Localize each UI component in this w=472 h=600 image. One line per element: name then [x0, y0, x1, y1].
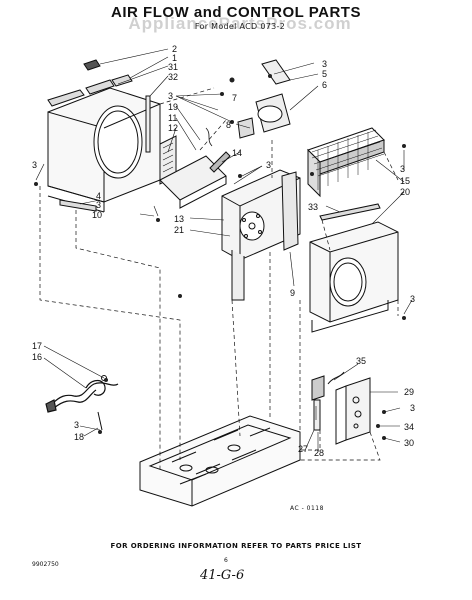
- base-pan-drawing: [139, 415, 301, 507]
- vertical-strip-drawing: [145, 95, 151, 153]
- callout-32: 32: [168, 72, 178, 82]
- terminal-drawing: [101, 375, 107, 381]
- callout-19: 19: [168, 102, 178, 112]
- callout-5: 5: [322, 69, 327, 79]
- page-number: 6: [224, 557, 228, 564]
- page-title: AIR FLOW and CONTROL PARTS: [111, 4, 361, 21]
- ordering-footer: FOR ORDERING INFORMATION REFER TO PARTS …: [110, 542, 362, 550]
- callout-18: 18: [74, 432, 84, 442]
- document-code: 9902750: [32, 561, 59, 568]
- capacitor-strap-drawing: [261, 59, 291, 85]
- callout-3-control: 3: [410, 403, 415, 413]
- callout-27: 27: [298, 444, 308, 454]
- callout-1: 1: [172, 53, 177, 63]
- wire-harness-drawing: [45, 379, 119, 413]
- callout-12: 12: [168, 123, 178, 133]
- leader-lines-drawing: [35, 48, 413, 452]
- callout-3-left: 3: [168, 91, 173, 101]
- callout-8: 8: [226, 120, 231, 130]
- callout-10: 10: [92, 210, 102, 220]
- grille-drawing: [307, 127, 385, 198]
- callout-31: 31: [168, 62, 178, 72]
- callout-3-far-left: 3: [32, 160, 37, 170]
- capacitor-drawing: [237, 93, 291, 139]
- callout-15: 15: [400, 176, 410, 186]
- callout-3-mid: 3: [266, 160, 271, 170]
- orifice-seal-drawing: [281, 171, 299, 251]
- wire-lead-drawing: [97, 411, 103, 431]
- callout-13: 13: [174, 214, 184, 224]
- handwritten-note: 41-G-6: [200, 568, 245, 583]
- top-seals-drawing: [47, 59, 133, 107]
- callout-34: 34: [404, 422, 414, 432]
- callout-17: 17: [32, 341, 42, 351]
- callout-33: 33: [308, 202, 318, 212]
- callout-3-harness: 3: [74, 420, 79, 430]
- capillary-drawing: [327, 371, 345, 385]
- screws-drawing: [34, 74, 406, 440]
- callout-3-top: 3: [322, 59, 327, 69]
- callout-6: 6: [322, 80, 327, 90]
- callout-3-lower-right: 3: [410, 294, 415, 304]
- callout-numbers: 2 1 31 32 3 5 6 3 7 19 11 12 8 14 3 3 4 …: [32, 44, 415, 458]
- watermark: AppliancePartsPros.com: [128, 14, 352, 33]
- callout-20: 20: [400, 187, 410, 197]
- callout-9: 9: [290, 288, 295, 298]
- callout-35: 35: [356, 356, 366, 366]
- callout-4: 4: [96, 191, 101, 201]
- callout-16: 16: [32, 352, 42, 362]
- rod-drawing: [319, 203, 381, 221]
- air-flow-panel-drawing: [309, 221, 399, 333]
- callout-29: 29: [404, 387, 414, 397]
- thermostat-drawing: [209, 151, 231, 173]
- callout-21: 21: [174, 225, 184, 235]
- callout-7: 7: [232, 93, 237, 103]
- callout-3-lower-left: 3: [96, 200, 101, 210]
- foam-strip-drawing: [59, 199, 97, 212]
- air-flow-shroud-drawing: [47, 87, 161, 213]
- callout-14: 14: [232, 148, 242, 158]
- assembly-lines-drawing: [39, 87, 399, 470]
- model-subtitle: For Model ACD 073-2: [194, 22, 286, 31]
- orifice-panel-drawing: [221, 169, 301, 301]
- callout-30: 30: [404, 438, 414, 448]
- control-box-drawing: [335, 377, 371, 445]
- callout-11: 11: [168, 113, 177, 123]
- callout-2: 2: [172, 44, 177, 54]
- callout-28: 28: [314, 448, 324, 458]
- art-code: AC - 0118: [290, 505, 324, 512]
- callout-3-right: 3: [400, 164, 405, 174]
- switch-drawing: [311, 375, 325, 401]
